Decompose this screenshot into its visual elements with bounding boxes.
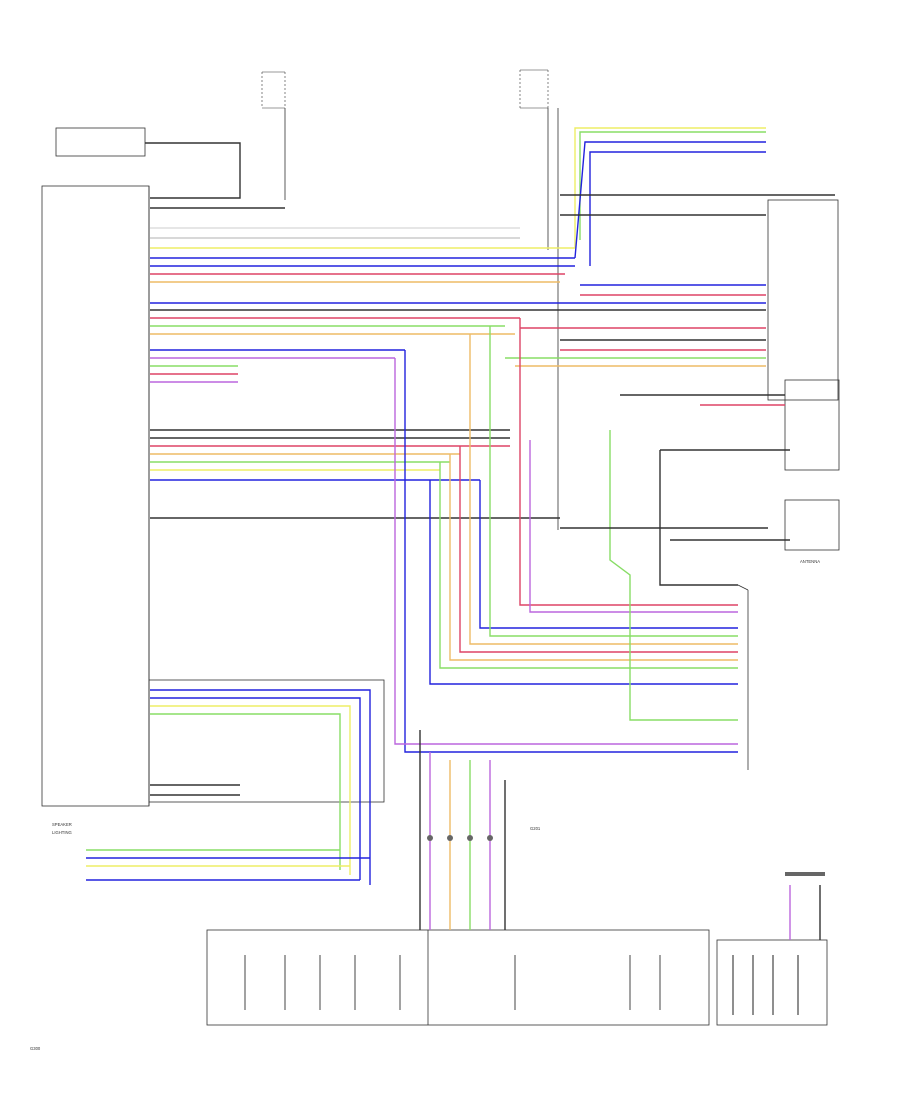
label-antenna: ANTENNA xyxy=(800,559,820,564)
label-speaker: SPEAKER xyxy=(52,822,72,827)
wire-bundle-upper xyxy=(150,227,766,383)
switch-panel-bottom xyxy=(206,929,828,1026)
label-ground-center: G201 xyxy=(530,826,541,831)
fuse-panel-right xyxy=(519,69,559,530)
wire-to-switch-panel xyxy=(419,730,821,940)
switch-contacts xyxy=(244,955,799,1015)
module-audio-main xyxy=(41,185,150,807)
wire-return-lower-right xyxy=(394,318,738,753)
connector-dots xyxy=(427,835,825,876)
wire-bundle-middle xyxy=(150,429,560,519)
module-right-mid xyxy=(784,379,840,551)
label-ground-left: G300 xyxy=(30,1046,41,1051)
fuse-panel-left xyxy=(261,71,286,200)
wire-antenna xyxy=(560,394,790,721)
label-lighting: LIGHTING xyxy=(52,830,72,835)
module-top-left xyxy=(55,127,146,157)
wires-top-left xyxy=(145,142,285,209)
module-right-lower xyxy=(737,584,749,770)
connector-bottom-left xyxy=(86,849,370,881)
wire-run-top-right xyxy=(505,127,835,367)
module-right-upper xyxy=(767,199,839,401)
module-lower-left-inner xyxy=(148,679,385,803)
wire-lower-left xyxy=(150,689,371,885)
